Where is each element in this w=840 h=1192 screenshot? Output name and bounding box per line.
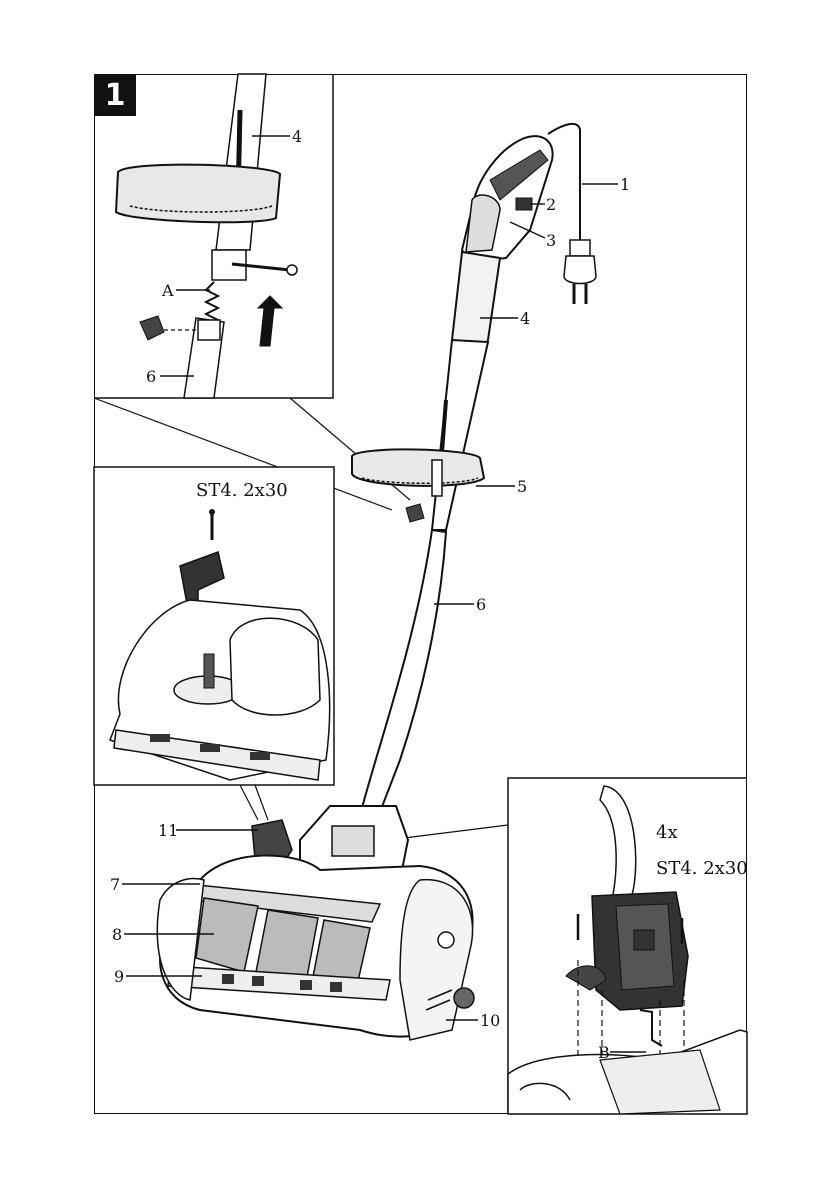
inset-connector-line <box>240 785 258 820</box>
callout-1: 1 <box>620 175 630 194</box>
snow-thrower-body <box>157 855 474 1040</box>
screw-quantity: 4x <box>656 822 678 843</box>
callout-B: B <box>598 1043 610 1062</box>
handle-grip <box>462 136 553 262</box>
power-plug <box>564 240 596 304</box>
callout-8: 8 <box>112 925 122 944</box>
callout-7: 7 <box>110 875 120 894</box>
upper-tube <box>452 252 500 350</box>
lower-shaft <box>362 530 446 812</box>
callout-6-main: 6 <box>476 595 486 614</box>
collar-plate <box>332 826 374 856</box>
screw-spec-left: ST4. 2x30 <box>196 480 288 501</box>
callout-A: A <box>161 281 174 300</box>
callout-4-inset: 4 <box>292 127 302 146</box>
handle-shaft <box>432 340 488 530</box>
inset-connector-line <box>255 785 268 820</box>
callout-4-main: 4 <box>520 309 530 328</box>
callout-10: 10 <box>480 1011 500 1030</box>
callout-3: 3 <box>546 231 556 250</box>
locking-knob <box>406 504 424 522</box>
inset-connector-line <box>404 825 508 838</box>
callout-9: 9 <box>114 967 124 986</box>
inset-handle-assembly <box>116 74 297 398</box>
callout-5: 5 <box>517 477 527 496</box>
callout-2: 2 <box>546 195 556 214</box>
secondary-handle <box>352 449 484 496</box>
callout-11: 11 <box>158 821 178 840</box>
callout-6-inset: 6 <box>146 367 156 386</box>
power-cord <box>548 124 580 240</box>
screw-spec-right: ST4. 2x30 <box>656 858 748 879</box>
